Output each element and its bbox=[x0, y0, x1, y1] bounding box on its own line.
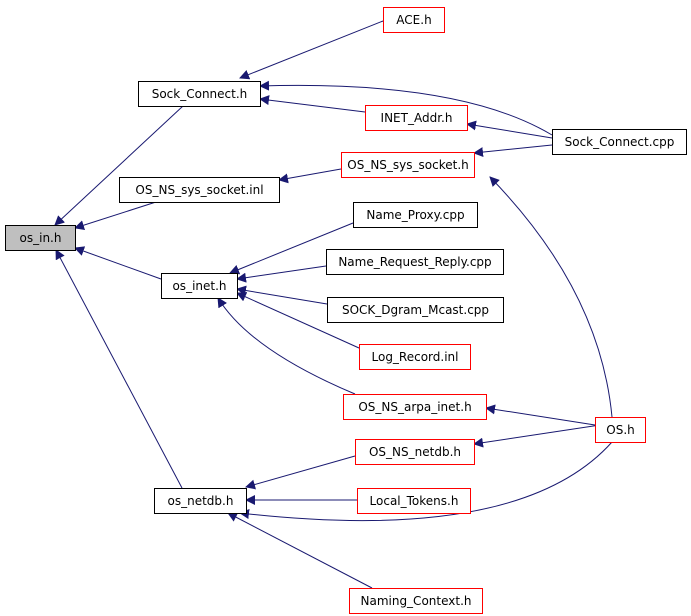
node-dgram[interactable]: SOCK_Dgram_Mcast.cpp bbox=[327, 297, 504, 323]
edge-ns_netdb-to-os_netdb bbox=[245, 455, 356, 490]
node-label: Name_Request_Reply.cpp bbox=[338, 255, 491, 269]
node-box bbox=[359, 344, 471, 370]
node-label: Sock_Connect.cpp bbox=[565, 135, 675, 149]
node-box bbox=[327, 297, 504, 323]
node-name-proxy[interactable]: Name_Proxy.cpp bbox=[353, 202, 478, 228]
node-box bbox=[355, 439, 475, 465]
node-box bbox=[595, 417, 646, 443]
node-local-tokens[interactable]: Local_Tokens.h bbox=[357, 488, 471, 514]
edge-os_h-to-os_netdb bbox=[239, 441, 613, 522]
node-os-inet[interactable]: os_inet.h bbox=[161, 273, 238, 299]
edge-dgram-to-os_inet bbox=[236, 285, 328, 305]
node-box bbox=[326, 249, 504, 275]
edge-sock_cpp-to-sock_connect bbox=[259, 80, 553, 136]
node-ns-sock-inl[interactable]: OS_NS_sys_socket.inl bbox=[119, 177, 280, 203]
dependency-edges bbox=[54, 20, 613, 589]
node-box bbox=[119, 177, 280, 203]
edge-log_record-to-os_inet bbox=[236, 292, 360, 349]
node-label: Sock_Connect.h bbox=[152, 87, 248, 101]
node-os-in[interactable]: os_in.h bbox=[5, 225, 76, 251]
node-label: OS_NS_sys_socket.h bbox=[347, 158, 468, 172]
node-label: OS.h bbox=[606, 423, 634, 437]
edge-os_netdb-to-os_in bbox=[55, 249, 183, 489]
node-box bbox=[343, 394, 487, 420]
edge-os_h-to-ns_netdb bbox=[473, 424, 601, 448]
node-label: ACE.h bbox=[396, 13, 431, 27]
node-label: INET_Addr.h bbox=[381, 111, 453, 125]
node-label: Local_Tokens.h bbox=[370, 494, 459, 508]
node-box bbox=[349, 588, 483, 614]
node-label: OS_NS_sys_socket.inl bbox=[135, 183, 263, 197]
edge-name_rr-to-os_inet bbox=[236, 265, 327, 283]
edge-os_inet-to-os_in bbox=[74, 246, 162, 280]
edge-name_proxy-to-os_inet bbox=[229, 222, 354, 275]
edge-naming_ctx-to-os_netdb bbox=[227, 512, 373, 589]
edge-sock_connect-to-os_in bbox=[54, 105, 184, 226]
node-box bbox=[552, 129, 687, 155]
node-name-rr[interactable]: Name_Request_Reply.cpp bbox=[326, 249, 504, 275]
edge-sock_cpp-to-ns_sock_h bbox=[473, 144, 553, 158]
node-label: SOCK_Dgram_Mcast.cpp bbox=[342, 303, 489, 317]
edge-ns_sock_inl-to-os_in bbox=[74, 201, 157, 231]
node-box bbox=[5, 225, 76, 251]
node-ns-netdb[interactable]: OS_NS_netdb.h bbox=[355, 439, 475, 465]
edge-inet_addr-to-sock_connect bbox=[259, 95, 366, 113]
node-label: Naming_Context.h bbox=[360, 594, 471, 608]
node-label: Name_Proxy.cpp bbox=[366, 208, 464, 222]
edge-arpa_inet-to-os_inet bbox=[217, 297, 356, 395]
node-sock-connect[interactable]: Sock_Connect.h bbox=[138, 81, 261, 107]
node-label: Log_Record.inl bbox=[372, 350, 459, 364]
node-sock-cpp[interactable]: Sock_Connect.cpp bbox=[552, 129, 687, 155]
node-naming-ctx[interactable]: Naming_Context.h bbox=[349, 588, 483, 614]
node-label: os_netdb.h bbox=[168, 494, 234, 508]
node-ns-sock-h[interactable]: OS_NS_sys_socket.h bbox=[341, 152, 475, 178]
node-box bbox=[341, 152, 475, 178]
node-ace[interactable]: ACE.h bbox=[383, 7, 445, 33]
node-label: os_in.h bbox=[20, 231, 62, 245]
node-box bbox=[365, 105, 468, 131]
node-os-h[interactable]: OS.h bbox=[595, 417, 646, 443]
node-box bbox=[353, 202, 478, 228]
edge-os_h-to-ns_sock_h bbox=[489, 176, 613, 418]
node-box bbox=[357, 488, 471, 514]
edge-sock_cpp-to-inet_addr bbox=[466, 120, 553, 139]
node-arpa-inet[interactable]: OS_NS_arpa_inet.h bbox=[343, 394, 487, 420]
node-os-netdb[interactable]: os_netdb.h bbox=[154, 488, 247, 514]
node-log-record[interactable]: Log_Record.inl bbox=[359, 344, 471, 370]
node-inet-addr[interactable]: INET_Addr.h bbox=[365, 105, 468, 131]
edge-ace-to-sock_connect bbox=[239, 20, 384, 80]
node-label: OS_NS_netdb.h bbox=[369, 445, 461, 459]
node-box bbox=[138, 81, 261, 107]
node-label: os_inet.h bbox=[172, 279, 226, 293]
edge-os_h-to-arpa_inet bbox=[485, 404, 596, 426]
node-box bbox=[154, 488, 247, 514]
node-label: OS_NS_arpa_inet.h bbox=[358, 400, 471, 414]
file-nodes: os_in.h ACE.hSock_Connect.hINET_Addr.hSoc… bbox=[5, 7, 687, 614]
node-box bbox=[161, 273, 238, 299]
node-box bbox=[383, 7, 445, 33]
edge-ns_sock_h-to-ns_sock_inl bbox=[278, 168, 342, 184]
